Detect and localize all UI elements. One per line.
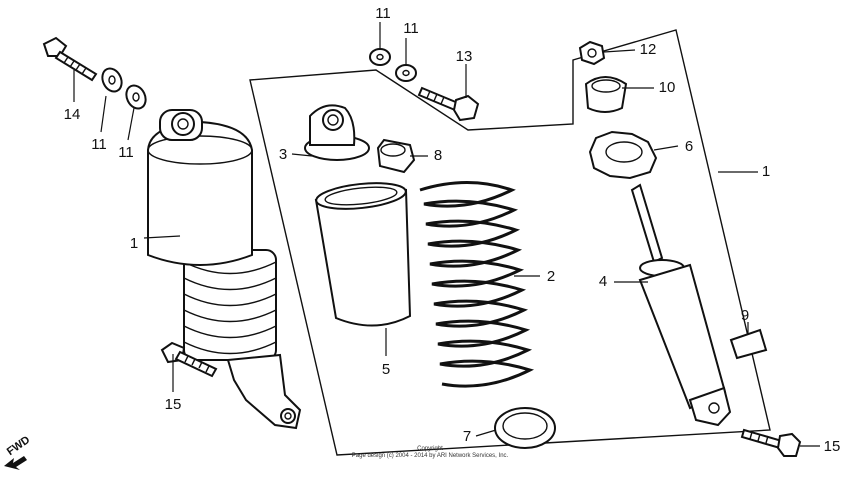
bolt-15-right: [740, 428, 802, 457]
callout-c11a: 11: [375, 5, 391, 22]
callout-c11b: 11: [403, 20, 419, 37]
callout-c2: 2: [547, 268, 555, 285]
exploded-view-frame: [249, 29, 771, 456]
copyright-line-1: Copyright: [417, 446, 443, 452]
callout-c7: 7: [463, 428, 471, 445]
callout-c11c: 11: [91, 136, 107, 153]
washer-11-left-a: [101, 67, 123, 93]
callout-c13: 13: [456, 48, 473, 65]
spring-seat-7: [494, 407, 556, 449]
upper-mount-3: [304, 104, 370, 161]
rubber-bushing-10: [584, 76, 628, 113]
fwd-arrow-icon: [4, 456, 27, 470]
damper-4: [630, 183, 732, 427]
assembled-lower-clevis: [226, 353, 302, 430]
bolt-14: [42, 36, 98, 82]
adjuster-6: [588, 130, 658, 180]
copyright-line-2: Page design (c) 2004 - 2014 by ARI Netwo…: [351, 453, 509, 459]
callout-c1l: 1: [130, 235, 138, 252]
callout-c15r: 15: [824, 438, 841, 455]
callout-c3: 3: [279, 146, 287, 163]
assembled-top-mount: [159, 109, 203, 141]
nut-12: [578, 40, 606, 66]
callout-c1r: 1: [762, 163, 770, 180]
bolt-13: [417, 86, 480, 122]
callout-c12: 12: [640, 41, 657, 58]
assembled-body: [147, 120, 253, 266]
washer-11-top-a: [369, 48, 391, 66]
callout-c6: 6: [685, 138, 693, 155]
assembled-shock: [147, 109, 302, 430]
callout-c5: 5: [382, 361, 390, 378]
spring-cover-5: [314, 182, 412, 327]
copyright-notice: Copyright Page design (c) 2004 - 2014 by…: [335, 446, 525, 460]
washer-11-left-b: [125, 84, 147, 110]
leader-lines: [73, 22, 820, 447]
callout-c15l: 15: [165, 396, 182, 413]
coil-spring-2: [419, 176, 535, 396]
label-9: [729, 328, 768, 360]
assembled-spring: [183, 249, 277, 361]
bolt-15-left: [160, 341, 218, 378]
callout-c11d: 11: [118, 144, 134, 161]
callout-c10: 10: [659, 79, 676, 96]
callout-c4: 4: [599, 273, 607, 290]
callout-c9: 9: [741, 307, 749, 324]
callout-c8: 8: [434, 147, 442, 164]
callout-c14: 14: [64, 106, 81, 123]
washer-11-top-b: [395, 64, 417, 82]
bushing-8: [376, 138, 416, 174]
